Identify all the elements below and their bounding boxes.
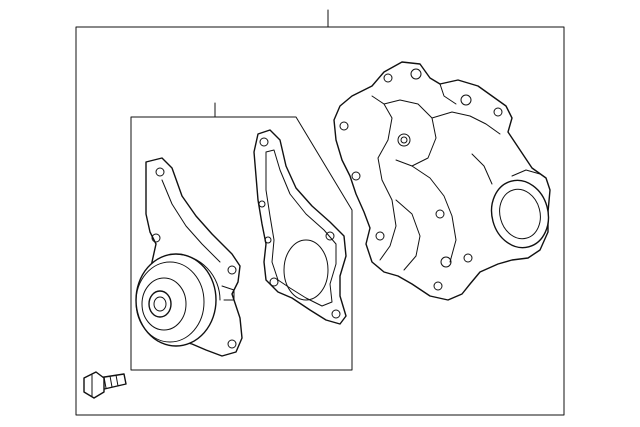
pump-pulley-icon — [135, 157, 243, 357]
bolt-icon — [83, 371, 127, 399]
water-pump-housing-icon — [333, 61, 551, 301]
assembly-frame — [75, 9, 565, 416]
gasket-icon — [253, 129, 347, 325]
subassembly-frame — [130, 102, 353, 371]
